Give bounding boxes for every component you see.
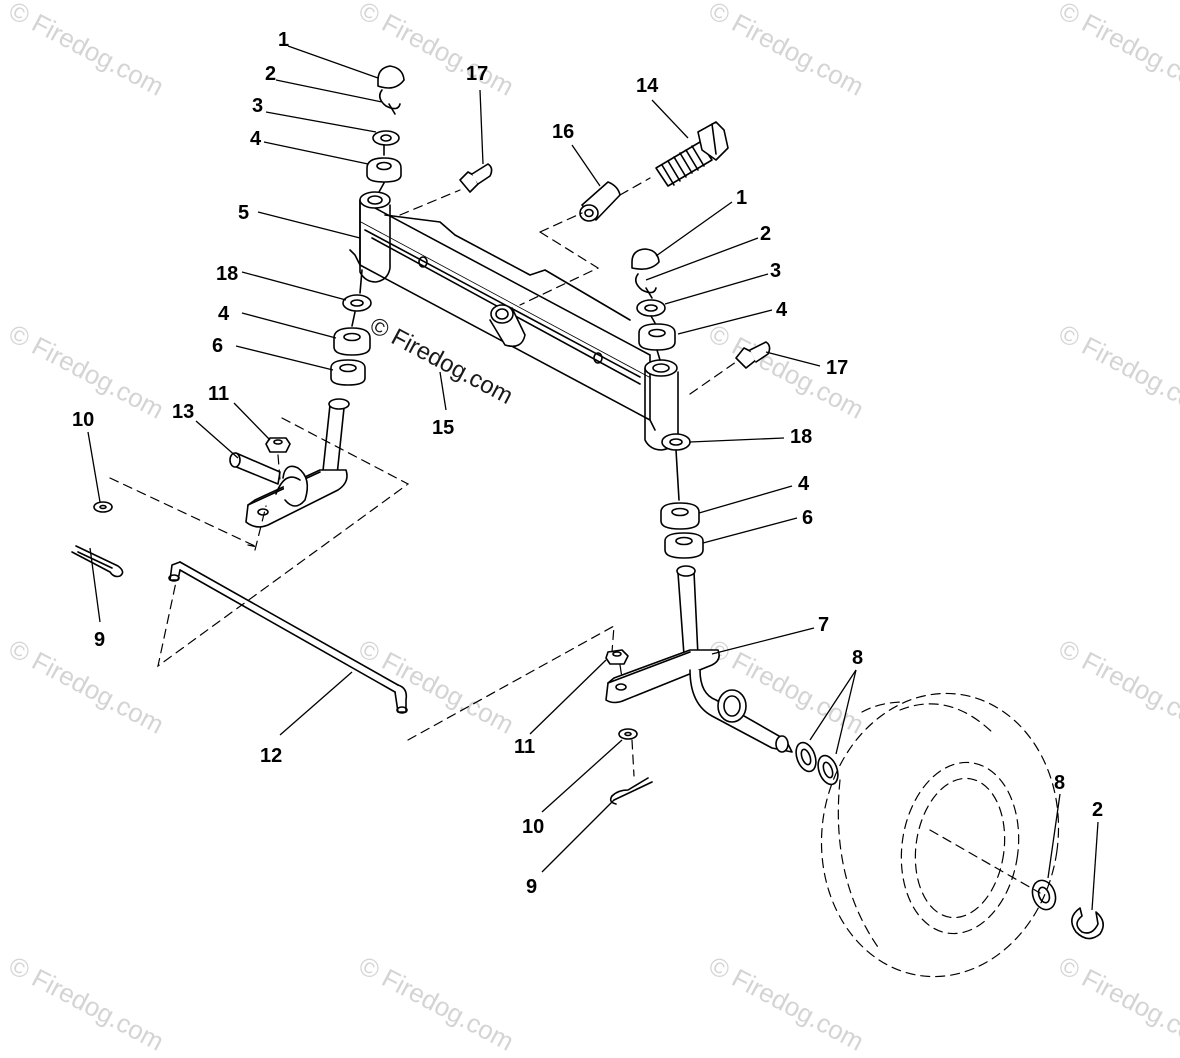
callout-9-right: 9 <box>526 876 537 898</box>
tie-rod <box>168 561 408 714</box>
callout-15: 15 <box>432 417 454 439</box>
grease-fitting-top <box>459 163 493 193</box>
callout-18-left: 18 <box>216 263 238 285</box>
callout-6-right: 6 <box>802 507 813 529</box>
callout-3-right: 3 <box>770 260 781 282</box>
grease-fitting-right <box>735 341 771 369</box>
callout-18-right: 18 <box>790 426 812 448</box>
diagram-drawing: 1 2 3 4 5 18 4 6 11 13 10 9 12 17 16 14 … <box>71 29 1104 978</box>
callout-11-right: 11 <box>514 736 535 758</box>
callout-8-pair: 8 <box>852 647 863 669</box>
callout-10-left: 10 <box>72 409 94 431</box>
callout-12: 12 <box>260 745 282 767</box>
callout-14: 14 <box>636 75 659 97</box>
left-upper-stack <box>366 65 405 193</box>
callout-13: 13 <box>172 401 194 423</box>
callout-9-left: 9 <box>94 629 105 651</box>
callout-17-right: 17 <box>826 357 848 379</box>
callout-16: 16 <box>552 121 574 143</box>
callout-6-left: 6 <box>212 335 223 357</box>
callout-8-outer: 8 <box>1054 772 1065 794</box>
parts-diagram: © Firedog.com © Firedog.com © Firedog.co… <box>4 0 1180 1057</box>
callout-1-left: 1 <box>278 29 289 51</box>
callout-5: 5 <box>238 202 249 224</box>
callout-4-left-lower: 4 <box>218 303 230 325</box>
callout-17-top: 17 <box>466 63 488 85</box>
pivot-spacer <box>579 181 621 222</box>
callout-11-left: 11 <box>208 383 229 405</box>
left-spindle <box>71 398 350 578</box>
callout-4-right-lower: 4 <box>798 473 810 495</box>
callout-7: 7 <box>818 614 829 636</box>
right-spindle <box>605 565 793 805</box>
wheel-washers <box>795 741 1104 940</box>
callout-2-right: 2 <box>760 223 771 245</box>
callout-4-right: 4 <box>776 299 788 321</box>
callout-1-right: 1 <box>736 187 747 209</box>
pivot-bolt <box>655 121 729 187</box>
callout-3-left: 3 <box>252 95 263 117</box>
right-lower-stack <box>660 433 704 559</box>
callout-2-left: 2 <box>265 63 276 85</box>
right-upper-stack <box>631 248 676 361</box>
axle-beam <box>349 191 679 451</box>
left-lower-stack <box>330 269 372 386</box>
callout-4-left: 4 <box>250 128 262 150</box>
callout-2-clip: 2 <box>1092 799 1103 821</box>
callout-10-right: 10 <box>522 816 544 838</box>
